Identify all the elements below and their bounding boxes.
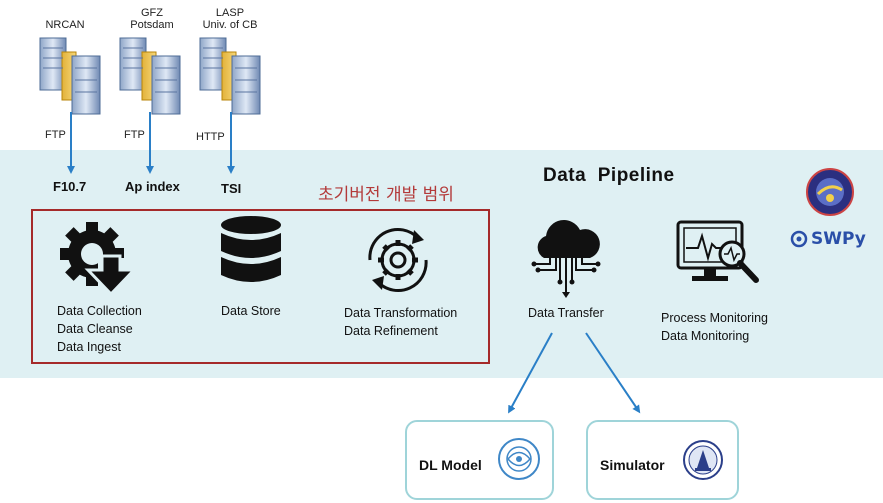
dataset-f107: F10.7 [53, 179, 87, 194]
stage-line: Data Store [221, 304, 281, 318]
stage-line: Data Ingest [57, 340, 121, 354]
gear-cycle-icon [368, 227, 428, 293]
protocol-label: HTTP [196, 131, 225, 143]
swpy-logo-icon [790, 230, 808, 248]
server-icon [39, 37, 101, 115]
target-label: DL Model [419, 457, 482, 473]
server-icon [199, 37, 261, 115]
stage-caption-store: Data Store [221, 302, 281, 320]
source-name-gfz: GFZ Potsdam [112, 7, 192, 31]
gear-download-icon [60, 222, 138, 297]
dl-model-box: DL Model [405, 420, 554, 500]
globe-logo-icon [498, 438, 540, 480]
pipeline-title: Data Pipeline [543, 165, 675, 186]
server-group [39, 37, 261, 115]
arrow [508, 332, 553, 414]
simulator-box: Simulator [586, 420, 739, 500]
stage-line: Data Collection [57, 304, 142, 318]
source-name-lasp: LASP Univ. of CB [190, 7, 270, 31]
stage-caption-monitoring: Process Monitoring Data Monitoring [661, 309, 768, 345]
protocol-label: FTP [45, 129, 66, 141]
dataset-tsi: TSI [221, 181, 242, 196]
source-name-nrcan: NRCAN [45, 19, 85, 31]
protocol-label: FTP [124, 129, 145, 141]
server-icon [119, 37, 181, 115]
arrow [585, 332, 641, 414]
stage-caption-transformation: Data Transformation Data Refinement [344, 304, 457, 340]
dataset-ap-index: Ap index [125, 179, 180, 194]
scope-title: 초기버전 개발 범위 [318, 185, 454, 205]
stage-line: Process Monitoring [661, 311, 768, 325]
stage-line: Data Transfer [528, 306, 604, 320]
cloud-transfer-icon [531, 220, 601, 298]
source-name-line: GFZ [141, 7, 163, 19]
swpy-logo-text: SWPy [811, 229, 866, 249]
stage-line: Data Refinement [344, 324, 438, 338]
source-name-line: Potsdam [130, 19, 174, 31]
monitor-search-icon [676, 220, 759, 283]
source-name-line: Univ. of CB [202, 19, 258, 31]
target-label: Simulator [600, 457, 665, 473]
institute-logo-icon [806, 168, 854, 216]
database-icon [221, 216, 281, 282]
stage-caption-collection: Data Collection Data Cleanse Data Ingest [57, 302, 142, 356]
initial-scope-box [31, 209, 490, 364]
stage-line: Data Transformation [344, 306, 458, 320]
stage-line: Data Cleanse [57, 322, 133, 336]
source-name-line: LASP [215, 7, 245, 19]
stage-caption-transfer: Data Transfer [528, 304, 604, 322]
kasi-logo-icon [683, 440, 723, 480]
stage-line: Data Monitoring [661, 329, 750, 343]
